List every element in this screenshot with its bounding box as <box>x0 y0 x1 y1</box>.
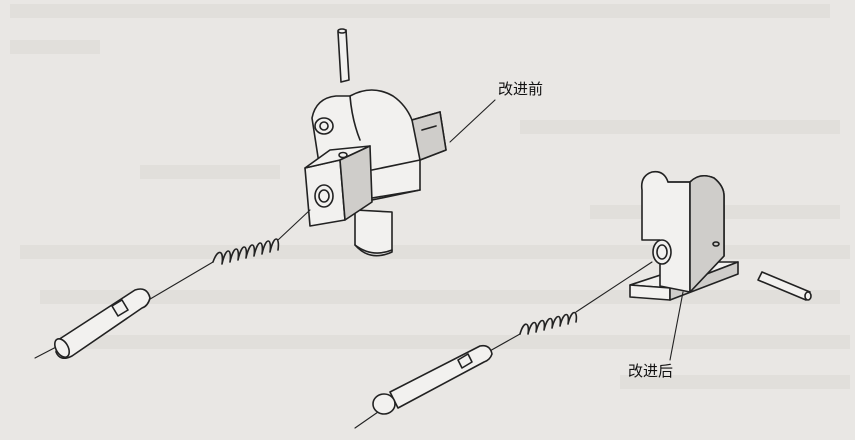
after-plunger <box>372 344 493 415</box>
after-leader-line <box>669 291 684 361</box>
after-assembly: 改进后 <box>354 170 812 429</box>
before-assembly: 改进前 <box>34 28 543 360</box>
before-leader-line <box>449 99 496 143</box>
before-plunger <box>53 288 151 360</box>
after-side-pin <box>757 271 812 301</box>
before-cylinder-boss <box>354 209 393 257</box>
before-ear-plate <box>311 89 447 201</box>
before-square-block <box>304 145 421 227</box>
after-spring <box>519 261 653 335</box>
before-vertical-pin <box>337 28 350 83</box>
after-upright-bracket <box>640 170 725 293</box>
after-label: 改进后 <box>628 362 673 380</box>
after-wire <box>354 333 521 429</box>
before-label: 改进前 <box>498 80 543 98</box>
before-spring <box>212 209 311 265</box>
